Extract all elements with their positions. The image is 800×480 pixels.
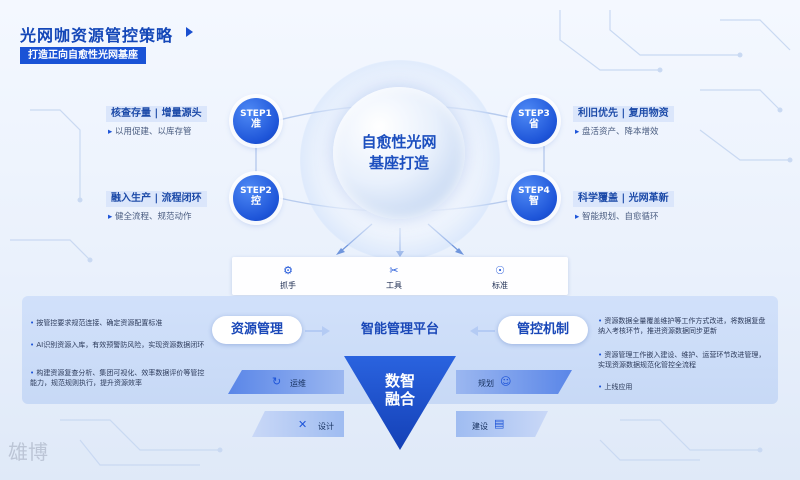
fusion-title: 数智 融合 [344, 372, 456, 408]
control-mechanism-pill: 管控机制 [498, 316, 588, 344]
step2-char: 控 [251, 196, 261, 207]
step3-char: 省 [529, 119, 539, 130]
toolkit-bar [232, 257, 568, 295]
antenna-icon: ☉ [495, 264, 505, 277]
page-subtitle: 打造正向自愈性光网基座 [20, 47, 146, 64]
toolkit-item-label: 标准 [492, 281, 508, 290]
band-construction-label: 建设 [472, 422, 488, 431]
step2-badge: STEP2 控 [233, 175, 279, 221]
core-globe [333, 87, 465, 219]
toolkit-item-tools: ✂ 工具 [374, 264, 414, 291]
step1-badge: STEP1 准 [233, 98, 279, 144]
title-arrow-icon [186, 27, 193, 37]
core-title-line1: 自愈性光网 [361, 133, 437, 151]
step1-tag: 核查存量 | 增量源头 [106, 106, 207, 122]
gear-icon: ⚙ [283, 264, 293, 277]
step3-sub: 盘活资产、降本增效 [575, 125, 659, 137]
band-design [252, 411, 344, 437]
band-operation [228, 370, 344, 394]
step2-tag: 融入生产 | 流程闭环 [106, 191, 207, 207]
resource-management-pill: 资源管理 [212, 316, 302, 344]
step3-tag: 利旧优先 | 复用物资 [573, 106, 674, 122]
band-planning-label: 规划 [478, 379, 494, 388]
toolkit-item-standard: ☉ 标准 [480, 264, 520, 291]
person-icon: ☺ [500, 375, 512, 388]
fusion-title-line1: 数智 [384, 372, 415, 390]
toolkit-item-label: 工具 [386, 281, 402, 290]
band-design-label: 设计 [318, 422, 334, 431]
step4-badge: STEP4 智 [511, 175, 557, 221]
step1-label: STEP1 [240, 109, 272, 119]
step3-label: STEP3 [518, 109, 550, 119]
document-icon: ▤ [494, 417, 505, 430]
core-title-line2: 基座打造 [368, 154, 429, 172]
step4-char: 智 [529, 196, 539, 207]
right-note-1: 资源数据全量覆盖维护等工作方式改进，将数据复盘纳入考核环节，推进资源数据同步更新 [598, 316, 770, 336]
cycle-icon: ↻ [272, 375, 282, 388]
step1-sub: 以用促建、以库存管 [108, 125, 192, 137]
watermark: 雄博 [8, 440, 48, 464]
core-title: 自愈性光网 基座打造 [333, 132, 465, 174]
step2-sub: 健全流程、规范动作 [108, 210, 192, 222]
right-note-3: 上线应用 [598, 382, 770, 392]
right-note-2: 资源管理工作嵌入建设、维护、运营环节改进管理，实现资源数据规范化管控全流程 [598, 350, 770, 370]
left-note-1: 按管控要求规范连接、确定资源配置标准 [30, 318, 205, 328]
fusion-title-line2: 融合 [384, 390, 415, 408]
band-planning [456, 370, 572, 394]
step1-char: 准 [251, 119, 261, 130]
left-note-2: AI识别资源入库，有效预警防风险，实现资源数据闭环 [30, 340, 205, 350]
toolkit-item-label: 抓手 [280, 281, 296, 290]
step2-label: STEP2 [240, 186, 272, 196]
ruler-pencil-icon: ✕ [298, 418, 308, 431]
tools-icon: ✂ [389, 264, 399, 277]
toolkit-item-grip: ⚙ 抓手 [268, 264, 308, 291]
page-title: 光网咖资源管控策略 [20, 26, 174, 45]
left-note-3: 构建资源复查分析、集团可视化、效率数据评价等管控能力，规范规则执行，提升资源效率 [30, 368, 205, 388]
step4-sub: 智能规划、自愈循环 [575, 210, 659, 222]
band-construction [456, 411, 548, 437]
step3-badge: STEP3 省 [511, 98, 557, 144]
step4-label: STEP4 [518, 186, 550, 196]
band-operation-label: 运维 [290, 379, 306, 388]
platform-title: 智能管理平台 [360, 322, 439, 337]
step4-tag: 科学覆盖 | 光网革新 [573, 191, 674, 207]
